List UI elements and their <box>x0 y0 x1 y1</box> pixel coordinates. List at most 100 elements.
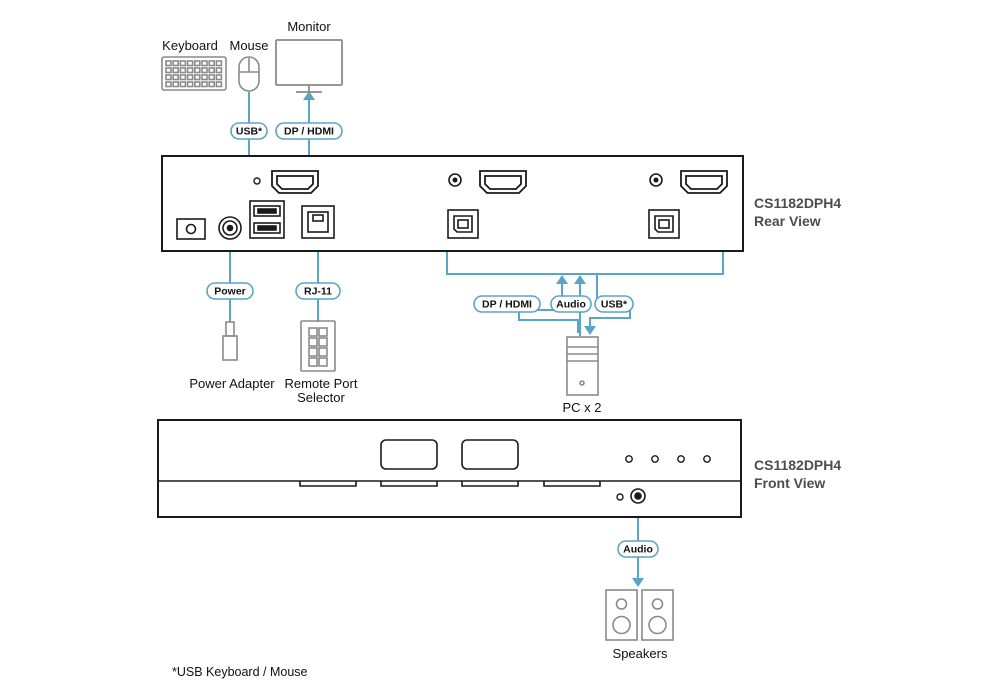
keyboard-key <box>208 67 215 74</box>
keyboard-key <box>208 74 215 81</box>
keyboard-key <box>201 60 208 67</box>
arrow-up-audio-icon <box>574 275 586 284</box>
pill-usb-pc-text: USB* <box>601 299 628 311</box>
keyboard-key <box>179 67 187 74</box>
front-button-2 <box>461 439 519 470</box>
usb-b-pc2-port-icon <box>648 209 680 239</box>
keyboard-key <box>179 74 187 81</box>
hdmi-pc1-port-icon <box>479 170 527 194</box>
keyboard-label: Keyboard <box>162 38 218 53</box>
keyboard-key <box>215 74 223 81</box>
pill-dp-hdmi-pc-text: DP / HDMI <box>482 299 532 311</box>
power-adapter-label: Power Adapter <box>189 376 275 391</box>
dc-power-port-icon <box>176 218 206 240</box>
pill-power-text: Power <box>214 286 246 298</box>
arrow-down-usb-pc-icon <box>584 326 596 335</box>
audio-jack-1-icon <box>448 173 462 187</box>
front-leds <box>616 455 711 501</box>
front-model-label: CS1182DPH4 <box>754 457 841 473</box>
arrow-up-monitor-icon <box>303 91 315 100</box>
pill-usb-kbm-text: USB* <box>236 126 263 138</box>
front-tabs <box>299 481 601 487</box>
remote-selector-label-1: Remote Port <box>285 376 358 391</box>
keyboard-key <box>208 60 215 67</box>
audio-jack-2-icon <box>649 173 663 187</box>
mouse-icon <box>238 56 260 92</box>
pill-rj11: RJ-11 <box>295 282 341 300</box>
keyboard-key <box>201 81 208 88</box>
rj11-port-icon <box>301 205 335 239</box>
pill-audio-pc: Audio <box>550 295 592 313</box>
keyboard-key <box>194 81 201 88</box>
pill-power: Power <box>206 282 254 300</box>
keyboard-key <box>172 67 179 74</box>
rear-model-label: CS1182DPH4 <box>754 195 841 211</box>
keyboard-key <box>201 74 208 81</box>
keyboard-key <box>186 74 194 81</box>
pill-usb-pc: USB* <box>594 295 634 313</box>
pill-usb-kbm: USB* <box>230 122 268 140</box>
power-adapter-icon <box>222 321 238 361</box>
keyboard-key <box>208 81 215 88</box>
pill-audio-speakers-text: Audio <box>623 544 653 556</box>
keyboard-key <box>165 74 172 81</box>
front-button-1 <box>380 439 438 470</box>
monitor-icon <box>275 39 343 93</box>
pc-tower-icon <box>566 336 599 396</box>
keyboard-key <box>215 81 223 88</box>
power-socket-icon <box>218 216 242 240</box>
pill-dp-hdmi-monitor-text: DP / HDMI <box>284 126 334 138</box>
keyboard-key <box>165 81 172 88</box>
front-panel <box>157 419 742 518</box>
selector-key <box>308 337 318 347</box>
keyboard-key <box>186 60 194 67</box>
keyboard-key <box>194 67 201 74</box>
keyboard-key <box>179 60 187 67</box>
keyboard-key <box>201 67 208 74</box>
keyboard-key <box>172 60 179 67</box>
keyboard-key <box>172 81 179 88</box>
remote-selector-label-2: Selector <box>297 390 345 405</box>
keyboard-key <box>215 67 223 74</box>
pc-label: PC x 2 <box>562 400 601 415</box>
rear-led-icon <box>253 177 261 185</box>
footnote: *USB Keyboard / Mouse <box>172 665 308 679</box>
selector-key <box>308 347 318 357</box>
rear-view-label: Rear View <box>754 213 821 229</box>
selector-key <box>308 357 318 367</box>
monitor-label: Monitor <box>287 19 331 34</box>
keyboard-key <box>179 81 187 88</box>
pill-audio-pc-text: Audio <box>556 299 586 311</box>
keyboard-key <box>186 67 194 74</box>
keyboard-key <box>165 67 172 74</box>
selector-key <box>318 347 328 357</box>
keyboard-key <box>165 60 172 67</box>
pill-dp-hdmi-pc: DP / HDMI <box>473 295 541 313</box>
keyboard-key <box>215 60 223 67</box>
pill-rj11-text: RJ-11 <box>304 286 332 298</box>
hdmi-pc2-port-icon <box>680 170 728 194</box>
pc-bus-cable <box>446 243 724 275</box>
front-view-label: Front View <box>754 475 825 491</box>
mouse-label: Mouse <box>229 38 268 53</box>
keyboard-key <box>194 60 201 67</box>
keyboard-key <box>172 74 179 81</box>
rear-panel <box>161 155 744 252</box>
usb-b-pc1-port-icon <box>447 209 479 239</box>
hdmi-console-port-icon <box>271 170 319 194</box>
arrow-down-speaker-icon <box>632 578 644 587</box>
usb-a-ports-icon <box>249 200 285 239</box>
keyboard-key <box>194 74 201 81</box>
pill-audio-speakers: Audio <box>617 540 659 558</box>
keyboard-icon <box>161 56 227 91</box>
audio-jack-1-center <box>452 177 458 183</box>
front-audio-jack-icon <box>630 488 646 504</box>
pill-dp-hdmi-monitor: DP / HDMI <box>275 122 343 140</box>
remote-port-selector-icon <box>300 320 336 372</box>
selector-key <box>318 337 328 347</box>
selector-key <box>308 327 318 337</box>
selector-key <box>318 357 328 367</box>
selector-key <box>318 327 328 337</box>
speakers-icon <box>605 589 674 641</box>
